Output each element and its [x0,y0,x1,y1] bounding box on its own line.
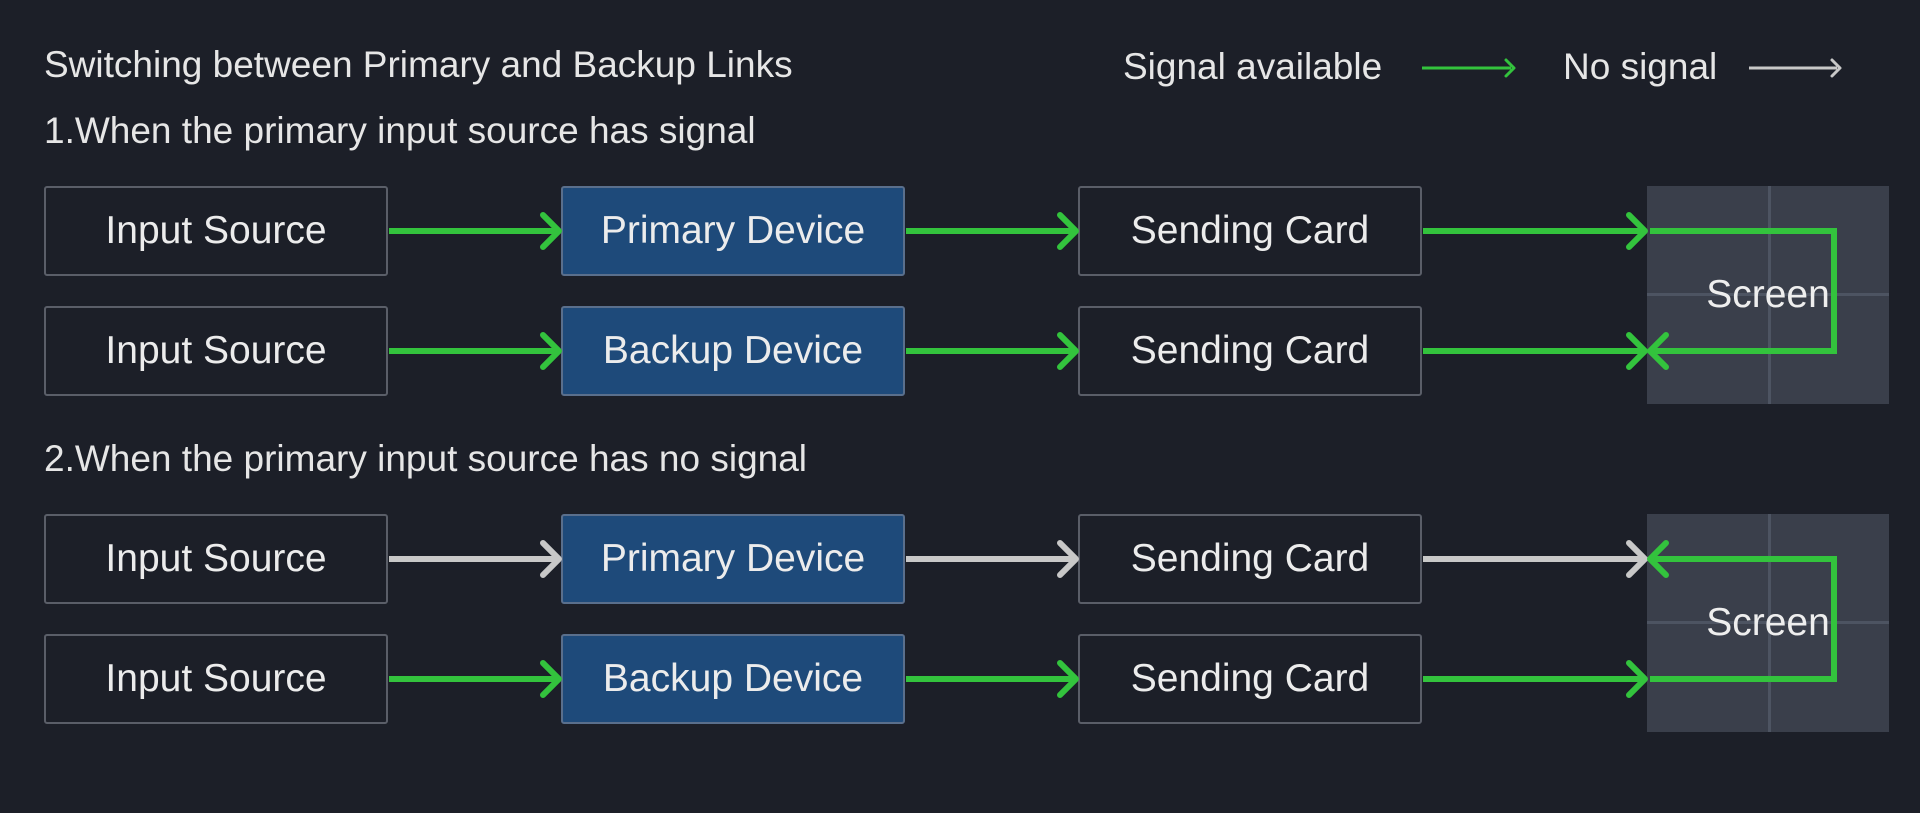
legend-signal-arrow-head [1504,58,1516,78]
backup-device-box: Backup Device [561,634,905,724]
link-arrow-s2-r1-1-head [540,540,562,578]
input-source-box: Input Source [44,186,388,276]
link-arrow-s1-r1-2-head [1057,212,1079,250]
scenario-1-heading: 1.When the primary input source has sign… [44,110,756,151]
link-arrow-s2-r1-3-head [1626,540,1648,578]
sending-card-box: Sending Card [1078,186,1422,276]
scenario-2-heading: 2.When the primary input source has no s… [44,438,808,479]
sending-card-box: Sending Card [1078,306,1422,396]
input-source-box: Input Source [44,634,388,724]
legend-no-signal-label: No signal [1563,46,1718,87]
link-arrow-s2-r2-1-head [540,660,562,698]
link-arrow-s2-r2-3-head [1626,660,1648,698]
primary-device-box: Primary Device [561,514,905,604]
legend-available-label: Signal available [1123,46,1383,87]
link-arrow-s1-r2-1-head [540,332,562,370]
legend-no-signal-arrow-head [1830,58,1842,78]
sending-card-box: Sending Card [1078,634,1422,724]
link-arrow-s2-r2-2-head [1057,660,1079,698]
screen-label: Screen [1706,601,1830,644]
link-arrow-s1-r2-3-head [1626,332,1648,370]
link-arrow-s1-r1-3-head [1626,212,1648,250]
link-arrow-s1-r1-1-head [540,212,562,250]
diagram-title: Switching between Primary and Backup Lin… [44,44,793,85]
backup-device-box: Backup Device [561,306,905,396]
primary-device-box: Primary Device [561,186,905,276]
sending-card-box: Sending Card [1078,514,1422,604]
screen-label: Screen [1706,273,1830,316]
input-source-box: Input Source [44,514,388,604]
link-arrow-s2-r1-2-head [1057,540,1079,578]
input-source-box: Input Source [44,306,388,396]
link-arrow-s1-r2-2-head [1057,332,1079,370]
